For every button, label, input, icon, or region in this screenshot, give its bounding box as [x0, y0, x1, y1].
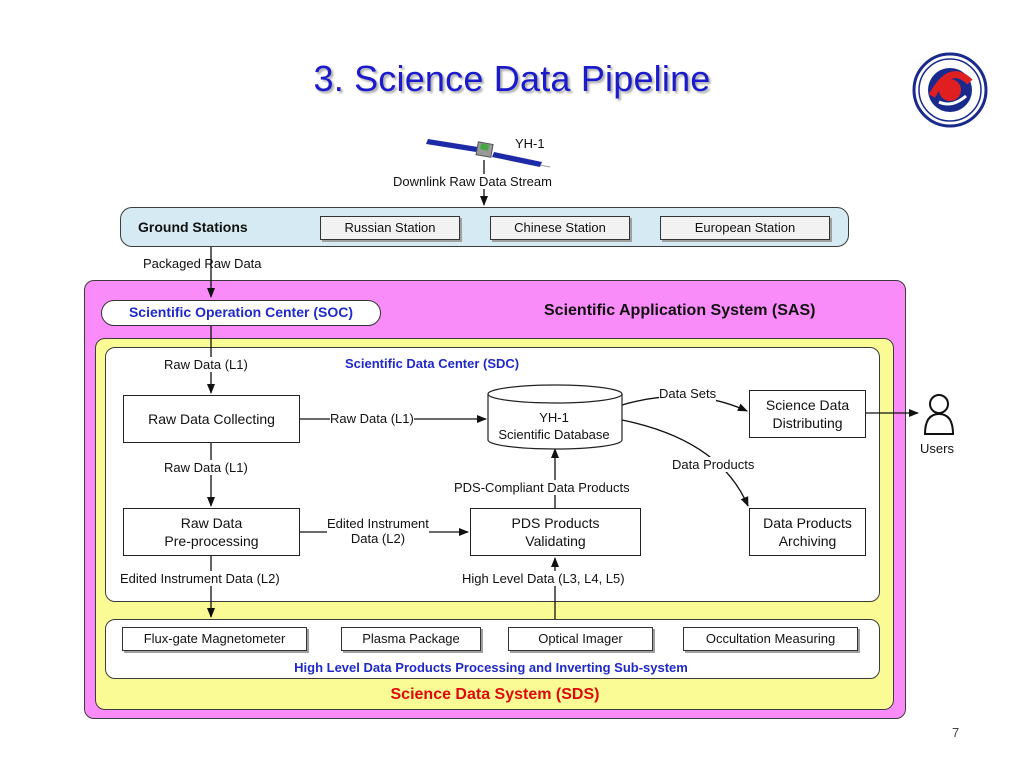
- high-level-data-label: High Level Data (L3, L4, L5): [462, 571, 625, 586]
- sdc-title: Scientific Data Center (SDC): [345, 356, 520, 371]
- satellite-icon: [426, 139, 551, 168]
- users-label: Users: [920, 441, 954, 456]
- science-data-distributing-box: Science Data Distributing: [749, 390, 866, 438]
- packaged-raw-data-label: Packaged Raw Data: [143, 256, 262, 271]
- ground-stations-title: Ground Stations: [138, 219, 248, 235]
- raw-data-l1-lower-label: Raw Data (L1): [164, 460, 248, 475]
- russian-station-box: Russian Station: [320, 216, 460, 240]
- user-icon: [923, 394, 955, 435]
- scientific-database-cylinder: [487, 384, 623, 450]
- satellite-name-label: YH-1: [515, 136, 545, 151]
- instrument-plasma-package: Plasma Package: [341, 627, 481, 651]
- sds-title: Science Data System (SDS): [390, 686, 600, 703]
- raw-data-preprocessing-box: Raw Data Pre-processing: [123, 508, 300, 556]
- raw-data-l1-mid-label: Raw Data (L1): [330, 411, 414, 426]
- organization-logo: [912, 52, 988, 128]
- edited-instrument-down-label: Edited Instrument Data (L2): [120, 571, 280, 586]
- database-name-line1: YH-1: [539, 410, 569, 425]
- instrument-fluxgate-magnetometer: Flux-gate Magnetometer: [122, 627, 307, 651]
- data-sets-label: Data Sets: [659, 386, 717, 401]
- instrument-occultation-measuring: Occultation Measuring: [683, 627, 858, 651]
- edited-instrument-inline-label: Edited Instrument Data (L2): [327, 516, 429, 546]
- database-name-line2: Scientific Database: [498, 427, 610, 442]
- data-products-label: Data Products: [672, 457, 755, 472]
- downlink-label: Downlink Raw Data Stream: [393, 174, 552, 189]
- data-products-archiving-box: Data Products Archiving: [749, 508, 866, 556]
- pds-compliant-label: PDS-Compliant Data Products: [454, 480, 630, 495]
- soc-title: Scientific Operation Center (SOC): [101, 300, 381, 326]
- hlp-title: High Level Data Products Processing and …: [294, 660, 688, 675]
- raw-data-l1-top-label: Raw Data (L1): [164, 357, 248, 372]
- instrument-optical-imager: Optical Imager: [508, 627, 653, 651]
- european-station-box: European Station: [660, 216, 830, 240]
- chinese-station-box: Chinese Station: [490, 216, 630, 240]
- slide-title: 3. Science Data Pipeline: [313, 58, 711, 99]
- raw-data-collecting-box: Raw Data Collecting: [123, 395, 300, 443]
- pds-products-validating-box: PDS Products Validating: [470, 508, 641, 556]
- page-number: 7: [952, 725, 960, 740]
- sas-title: Scientific Application System (SAS): [544, 302, 816, 319]
